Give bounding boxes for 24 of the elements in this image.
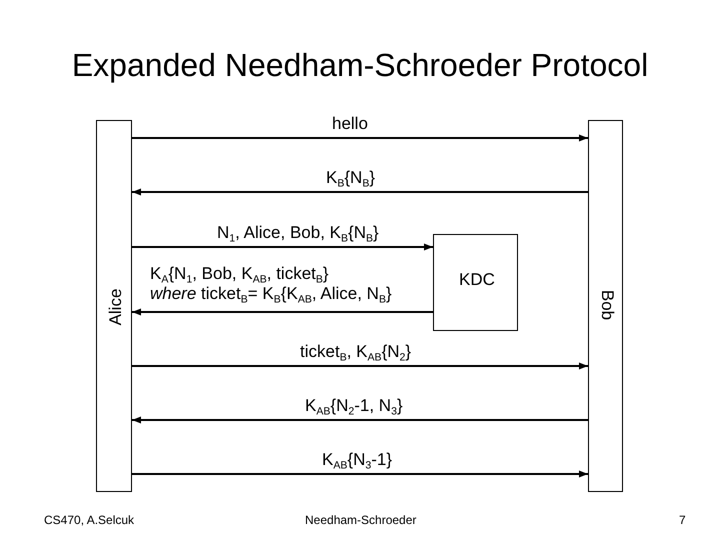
- node-label: Bob: [598, 290, 616, 320]
- footer-text: CS470, A.Selcuk: [44, 513, 134, 527]
- slide-title: Expanded Needham-Schroeder Protocol: [70, 46, 650, 84]
- arrow: [132, 188, 588, 196]
- arrow: [132, 244, 433, 250]
- page-number: 7: [679, 513, 686, 527]
- edge-label: K$_{A}${N$_{1}$, Bob, K$_{AB}$, ticket$_{B}$} where ticket$_{B}$= K$_{B}${K$_{AB}$, Alice, N$_{B}$}: [150, 264, 392, 304]
- edge-label: K$_{AB}${N$_{3}$-1}: [322, 450, 392, 470]
- edge-label: ticket$_{B}$, K$_{AB}${N$_{2}$}: [300, 342, 412, 362]
- arrow: [132, 470, 588, 478]
- server-box: [433, 234, 518, 331]
- arrow: [132, 416, 588, 424]
- participant-box: [96, 120, 132, 492]
- node-label: Alice: [107, 288, 125, 326]
- arrow: [132, 362, 588, 370]
- arrow: [132, 308, 433, 316]
- participant-box: [588, 120, 623, 492]
- edge-label: hello: [332, 114, 368, 134]
- edge-label: K$_{B}${N$_{B}$}: [326, 168, 376, 188]
- footer-text: Needham-Schroeder: [305, 513, 416, 527]
- edge-label: N$_{1}$, Alice, Bob, K$_{B}${N$_{B}$}: [217, 223, 379, 243]
- node-label: KDC: [459, 271, 495, 289]
- edge-label: K$_{AB}${N$_{2}$-1, N$_{3}$}: [305, 396, 403, 416]
- arrow: [132, 134, 588, 142]
